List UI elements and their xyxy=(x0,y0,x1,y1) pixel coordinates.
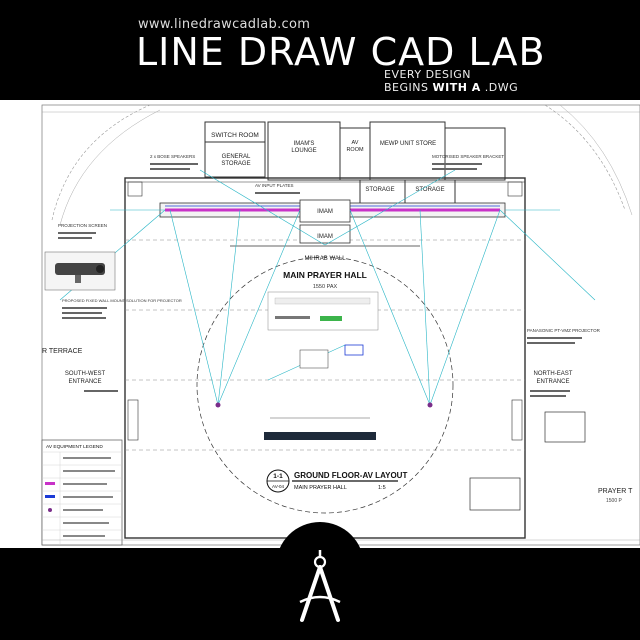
label-prayer-right: PRAYER T xyxy=(598,488,633,495)
inset-detail-panel xyxy=(267,291,379,331)
note-fixed-wall: PROPOSED FIXED WALL MOUNT SOLUTION FOR P… xyxy=(62,298,182,303)
label-ne-1: NORTH-EAST xyxy=(534,371,573,377)
title-subtitle: MAIN PRAYER HALL xyxy=(294,485,347,491)
projection-lines xyxy=(59,169,596,406)
tagline-prefix: BEGINS xyxy=(384,81,433,94)
prayer-circle xyxy=(196,256,454,514)
note-projector: PANASONIC PT-VMZ PROJECTOR xyxy=(527,328,601,333)
imam-niche xyxy=(299,199,351,223)
legend-title: AV EQUIPMENT LEGEND xyxy=(46,444,103,450)
cad-drawing: SWITCH ROOM GENERAL STORAGE IMAM'S LOUNG… xyxy=(0,100,640,548)
note-speakers: 2 x BOSE SPEAKERS xyxy=(150,154,195,159)
label-av-1: AV xyxy=(352,140,359,146)
annotation-text-lines xyxy=(58,163,582,397)
note-speaker-bracket: MOTORISED SPEAKER BRACKET xyxy=(432,154,504,159)
legend-text-lines xyxy=(63,457,115,537)
av-legend-box xyxy=(41,439,123,546)
label-general-1: GENERAL xyxy=(222,154,251,160)
brand-title: LINE DRAW CAD LAB xyxy=(136,30,546,74)
tagline-line-1: EVERY DESIGN xyxy=(384,68,471,81)
label-imams-2: LOUNGE xyxy=(291,148,316,154)
label-av-2: ROOM xyxy=(346,147,364,153)
tagline-suffix: .DWG xyxy=(480,81,519,94)
title-number: 1-1 xyxy=(273,473,283,480)
projector-marker-sw xyxy=(215,402,221,408)
green-indicator xyxy=(320,316,342,321)
title-scale: 1:5 xyxy=(378,485,386,491)
label-imam-lower: IMAM xyxy=(317,234,333,240)
legend-symbols xyxy=(45,482,55,512)
website-url[interactable]: www.linedrawcadlab.com xyxy=(138,17,311,32)
tagline-line-2: BEGINS WITH A .DWG xyxy=(384,81,518,94)
navy-detail-bar xyxy=(264,432,376,440)
label-ne-2: ENTRANCE xyxy=(536,379,569,385)
label-mihrab-wall: MIHRAB WALL xyxy=(304,256,346,262)
label-storage-right: STORAGE xyxy=(415,187,444,193)
note-projection-screen: PROJECTION SCREEN xyxy=(58,223,107,228)
label-prayer-right-pax: 1500 P xyxy=(606,498,623,504)
label-terrace: R TERRACE xyxy=(42,348,83,355)
label-main-prayer-hall: MAIN PRAYER HALL xyxy=(283,270,367,280)
projector-marker-ne xyxy=(427,402,433,408)
footer xyxy=(0,522,640,640)
projector-icon xyxy=(344,344,364,356)
floor-plan: SWITCH ROOM GENERAL STORAGE IMAM'S LOUNG… xyxy=(41,104,640,546)
legend-rows xyxy=(42,451,122,545)
label-mewp: MEWP UNIT STORE xyxy=(380,141,436,147)
label-capacity: 1550 PAX xyxy=(313,284,338,290)
label-sw-1: SOUTH-WEST xyxy=(65,371,106,377)
title-sheet: AV-04 xyxy=(272,484,284,489)
title-main: GROUND FLOOR-AV LAYOUT xyxy=(294,471,407,480)
label-general-2: STORAGE xyxy=(221,161,250,167)
tagline-bold: WITH A xyxy=(432,81,481,94)
label-switch-room: SWITCH ROOM xyxy=(211,132,259,139)
label-imam-upper: IMAM xyxy=(317,209,333,215)
title-block: 1-1 AV-04 GROUND FLOOR-AV LAYOUT MAIN PR… xyxy=(266,469,407,493)
label-storage-left: STORAGE xyxy=(365,187,394,193)
compass-divider-icon[interactable] xyxy=(276,522,364,640)
label-imams-1: IMAM'S xyxy=(294,141,315,147)
header: www.linedrawcadlab.com LINE DRAW CAD LAB… xyxy=(0,0,640,100)
note-wall-plates: AV INPUT PLATES xyxy=(255,183,294,188)
label-sw-2: ENTRANCE xyxy=(68,379,101,385)
